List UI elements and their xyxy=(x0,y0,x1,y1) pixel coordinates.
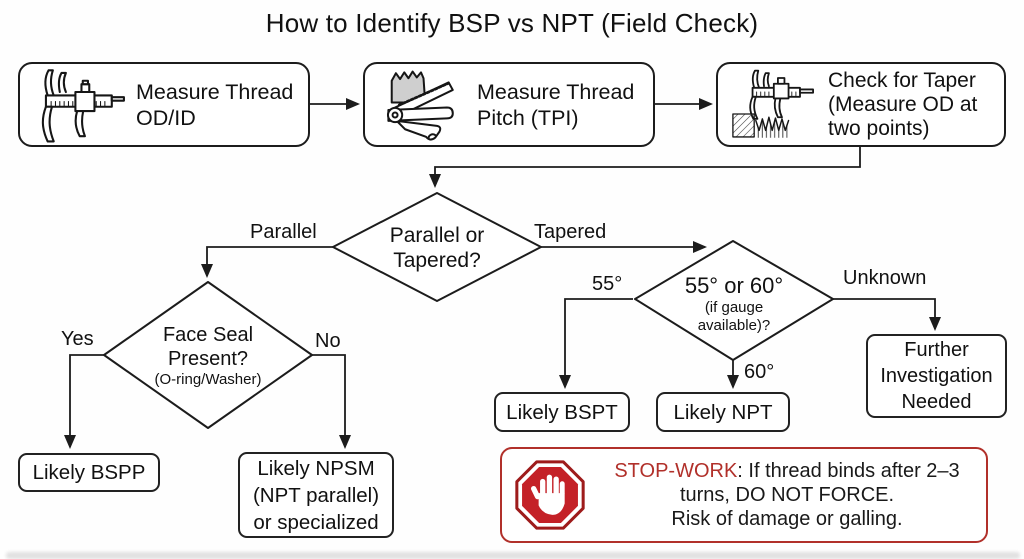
step-label: Check for Taper (Measure OD at two point… xyxy=(828,69,977,141)
result-bspp-label: Likely BSPP xyxy=(32,461,146,484)
decision-parallel-tapered-diamond xyxy=(332,192,542,302)
step-label: Measure Thread Pitch (TPI) xyxy=(477,79,634,131)
taper-caliper-icon xyxy=(732,69,814,138)
arrow-no-npsm xyxy=(312,354,351,449)
decision2-subtext: (O-ring/Washer) xyxy=(154,371,262,388)
result-npsm-line3: or specialized xyxy=(253,510,379,534)
arrow-parallel-branch xyxy=(201,246,333,278)
decision3-sub1: (if gauge xyxy=(704,299,764,316)
result-box-further-investigation: Further Investigation Needed xyxy=(866,334,1007,418)
arrow-yes-bspp xyxy=(64,354,104,449)
step2-line2: Pitch (TPI) xyxy=(477,105,579,130)
result-further-line3: Needed xyxy=(901,391,972,413)
decision1-line1: Parallel or xyxy=(389,224,485,247)
decision2-line1: Face Seal xyxy=(162,324,254,346)
decision-parallel-tapered-label: Parallel or Tapered? xyxy=(337,223,537,273)
decision-angle-label: 55° or 60° (if gauge available)? xyxy=(634,273,834,335)
bottom-edge-smudge xyxy=(6,552,1020,559)
decision3-line1: 55° or 60° xyxy=(684,273,784,298)
stop-hand-icon xyxy=(515,460,585,530)
result-further-line2: Investigation xyxy=(880,365,993,387)
step-label: Measure Thread OD/ID xyxy=(136,79,293,131)
edge-label-60: 60° xyxy=(744,361,775,383)
arrow-unknown-further xyxy=(833,298,941,331)
result-box-npt: Likely NPT xyxy=(656,392,790,432)
edge-label-unknown: Unknown xyxy=(843,267,927,289)
result-bspt-label: Likely BSPT xyxy=(506,400,618,424)
result-npsm-line1: Likely NPSM xyxy=(257,456,375,480)
decision-face-seal-diamond xyxy=(103,281,313,429)
decision1-line2: Tapered? xyxy=(393,249,481,272)
arrow-55-bspt xyxy=(559,298,633,389)
decision-face-seal-label: Face Seal Present? (O-ring/Washer) xyxy=(108,323,308,389)
step-box-measure-od: Measure Thread OD/ID xyxy=(18,62,310,147)
edge-label-55: 55° xyxy=(592,273,623,295)
step3-line1: Check for Taper xyxy=(828,68,976,92)
pitch-gauge-icon xyxy=(386,70,454,141)
stop-work-line1-rest: : If thread binds after 2–3 xyxy=(737,460,960,482)
result-box-bspp: Likely BSPP xyxy=(18,453,160,492)
page-title: How to Identify BSP vs NPT (Field Check) xyxy=(265,8,759,38)
edge-label-parallel: Parallel xyxy=(250,221,317,243)
result-box-bspt: Likely BSPT xyxy=(494,392,630,432)
stop-work-line3: Risk of damage or galling. xyxy=(671,508,903,530)
edge-label-tapered: Tapered xyxy=(534,221,607,243)
result-npsm-line2: (NPT parallel) xyxy=(252,483,380,507)
stop-work-heading: STOP-WORK xyxy=(614,460,738,482)
stop-work-notice: STOP-WORK: If thread binds after 2–3 tur… xyxy=(500,447,988,543)
step3-line3: two points) xyxy=(828,116,930,140)
result-box-npsm: Likely NPSM (NPT parallel) or specialize… xyxy=(238,452,394,538)
stop-work-text: STOP-WORK: If thread binds after 2–3 tur… xyxy=(598,459,976,531)
caliper-icon xyxy=(41,68,125,142)
decision-angle-diamond xyxy=(634,240,834,361)
decision3-sub2: available)? xyxy=(697,317,771,334)
decision2-line2: Present? xyxy=(167,348,249,370)
result-further-line1: Further xyxy=(904,339,969,361)
edge-label-yes: Yes xyxy=(61,328,94,350)
step1-line1: Measure Thread xyxy=(136,79,294,104)
step-box-check-taper: Check for Taper (Measure OD at two point… xyxy=(716,62,1006,147)
edge-label-no: No xyxy=(315,330,341,352)
arrow-step3-decision1 xyxy=(429,147,861,188)
step2-line1: Measure Thread xyxy=(477,79,635,104)
stop-work-line2: turns, DO NOT FORCE. xyxy=(679,484,895,506)
stop-work-line1: STOP-WORK: If thread binds after 2–3 xyxy=(598,459,976,483)
step1-line2: OD/ID xyxy=(136,105,196,130)
step3-line2: (Measure OD at xyxy=(828,92,978,116)
step-box-measure-pitch: Measure Thread Pitch (TPI) xyxy=(363,62,655,147)
result-npt-label: Likely NPT xyxy=(673,400,773,424)
